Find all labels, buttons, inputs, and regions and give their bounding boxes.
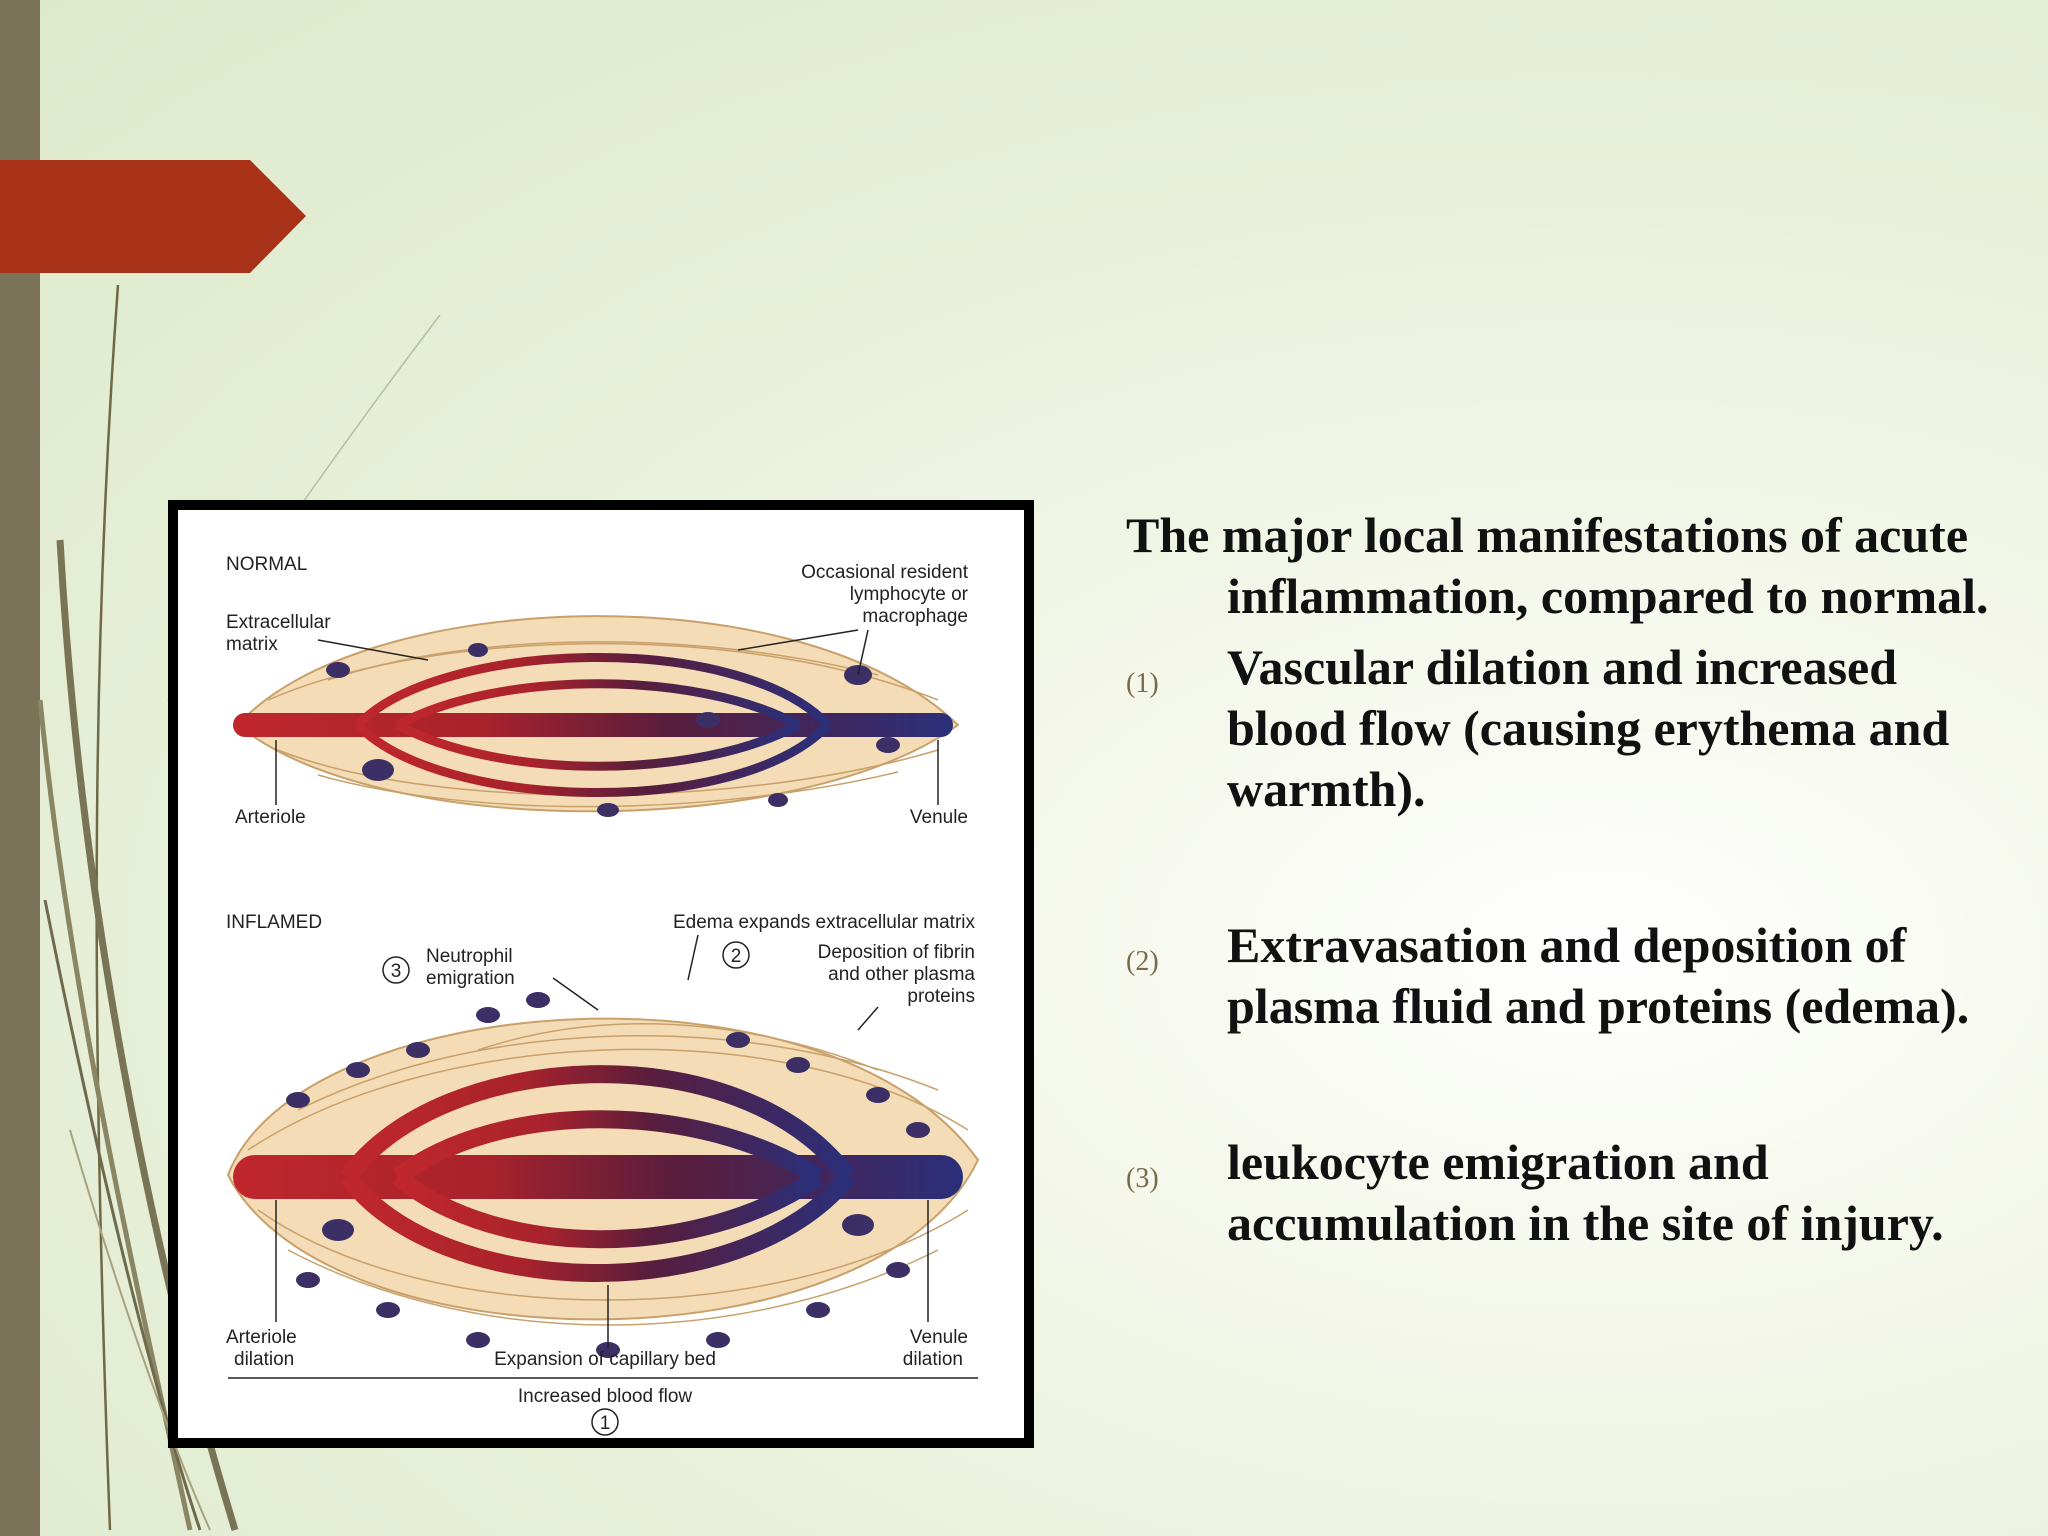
- intro-text: The major local manifestations of acute …: [1126, 507, 1989, 624]
- fibrin-number: 2: [731, 946, 742, 967]
- arteriole-dilation-label-1: Arteriole: [226, 1327, 297, 1348]
- inflamed-fibers: [247, 1023, 969, 1326]
- blood-flow-number-badge: [591, 1408, 619, 1436]
- resident-cell-label-1: Occasional resident: [801, 562, 969, 583]
- fibrin-label-3: proteins: [907, 986, 975, 1007]
- list-item: (1) Vascular dilation and increased bloo…: [1126, 637, 2026, 820]
- inflammation-figure: NORMAL Extracellular matrix Occasional r…: [168, 500, 1034, 1448]
- neutrophil-label-2: emigration: [426, 968, 515, 989]
- extracellular-matrix-label-1: Extracellular: [226, 612, 331, 633]
- normal-main-vessel: [233, 713, 953, 737]
- normal-capillaries: [354, 653, 832, 797]
- neutrophil-label-1: Neutrophil: [426, 946, 513, 967]
- title-ribbon-arrow: [0, 160, 306, 273]
- item-number: (1): [1126, 668, 1159, 699]
- blood-flow-number: 1: [600, 1413, 611, 1434]
- blood-flow-label: Increased blood flow: [518, 1386, 693, 1407]
- arteriole-dilation-label-2: dilation: [234, 1349, 294, 1370]
- fibrin-label-2: and other plasma: [828, 964, 975, 985]
- item-text: Vascular dilation and increased blood fl…: [1227, 639, 1950, 817]
- item-text: leukocyte emigration and accumulation in…: [1227, 1134, 1944, 1251]
- neutrophil-number-badge: [382, 956, 410, 984]
- fibrin-label-1: Deposition of fibrin: [818, 942, 975, 963]
- fibrin-number-badge: [722, 941, 750, 969]
- inflamed-cells: [286, 992, 930, 1358]
- inflamed-main-vessel: [233, 1155, 963, 1199]
- item-number: (2): [1126, 946, 1159, 977]
- inflammation-diagram: NORMAL Extracellular matrix Occasional r…: [226, 554, 980, 1436]
- venule-dilation-label-2: dilation: [903, 1349, 963, 1370]
- resident-cell-label-3: macrophage: [862, 606, 968, 627]
- venule-dilation-label-1: Venule: [910, 1327, 968, 1348]
- inflamed-title: INFLAMED: [226, 912, 322, 933]
- slide-text: The major local manifestations of acute …: [1126, 505, 2026, 1254]
- normal-cells: [326, 643, 900, 817]
- extracellular-matrix-label-2: matrix: [226, 634, 278, 655]
- item-text: Extravasation and deposition of plasma f…: [1227, 917, 1970, 1034]
- neutrophil-number: 3: [391, 961, 402, 982]
- inflamed-panel: INFLAMED Edema expands extracellular mat…: [226, 912, 980, 1436]
- normal-panel: NORMAL Extracellular matrix Occasional r…: [226, 554, 969, 828]
- inflamed-capillaries: [340, 1065, 856, 1282]
- edema-label: Edema expands extracellular matrix: [673, 912, 976, 933]
- capillary-expansion-label: Expansion of capillary bed: [494, 1349, 716, 1370]
- list-item: (2) Extravasation and deposition of plas…: [1126, 915, 2026, 1037]
- list-item: (3) leukocyte emigration and accumulatio…: [1126, 1132, 2026, 1254]
- arteriole-label: Arteriole: [235, 807, 306, 828]
- venule-label: Venule: [910, 807, 968, 828]
- normal-title: NORMAL: [226, 554, 307, 575]
- item-number: (3): [1126, 1163, 1159, 1194]
- resident-cell-label-2: lymphocyte or: [850, 584, 969, 605]
